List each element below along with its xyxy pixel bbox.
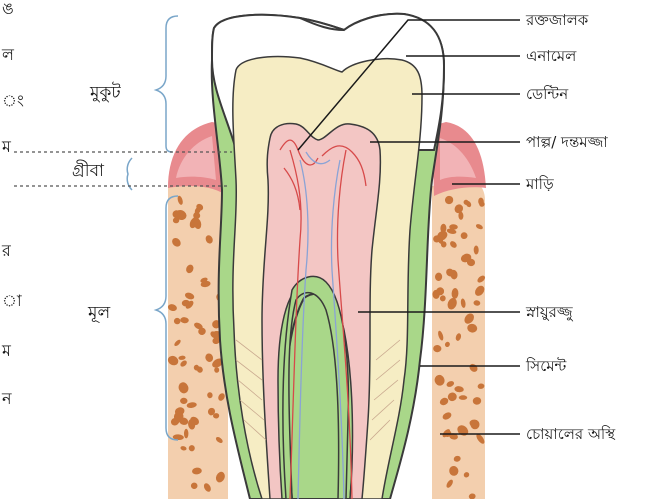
left-edge-char: র xyxy=(1,241,12,260)
label-jawbone: চোয়ালের অস্থি xyxy=(526,425,616,443)
left-edge-char: ল xyxy=(1,45,15,64)
root-label: মূল xyxy=(87,303,110,323)
left-edge-char: া xyxy=(2,291,22,310)
crown-label: মুকুট xyxy=(89,82,121,103)
label-nerve: স্নায়ুরজ্জু xyxy=(525,303,574,321)
neck-label: গ্রীবা xyxy=(72,160,105,181)
label-gum: মাড়ি xyxy=(525,175,554,193)
label-dentine: ডেন্টিন xyxy=(526,85,569,103)
label-blood-vessels: রক্তজালক xyxy=(525,11,589,29)
left-edge-char: ন xyxy=(1,389,12,408)
left-edge-char: ং xyxy=(2,91,24,110)
structure-labels: রক্তজালক এনামেল ডেন্টিন পাল্প/ দন্তমজ্জা… xyxy=(525,11,616,443)
label-cement: সিমেন্ট xyxy=(525,357,567,375)
bone-spot xyxy=(459,395,467,400)
neck-bracket xyxy=(127,158,132,190)
bone-spot xyxy=(184,429,188,439)
label-pulp: পাল্প/ দন্তমজ্জা xyxy=(526,133,608,151)
left-edge-char: ম xyxy=(1,137,12,156)
crown-bracket xyxy=(156,16,178,152)
label-enamel: এনামেল xyxy=(526,47,577,65)
left-edge-text: ঙ ল ং ম র া ম ন xyxy=(1,0,24,408)
left-edge-char: ঙ xyxy=(2,0,14,18)
left-edge-char: ম xyxy=(1,341,12,360)
